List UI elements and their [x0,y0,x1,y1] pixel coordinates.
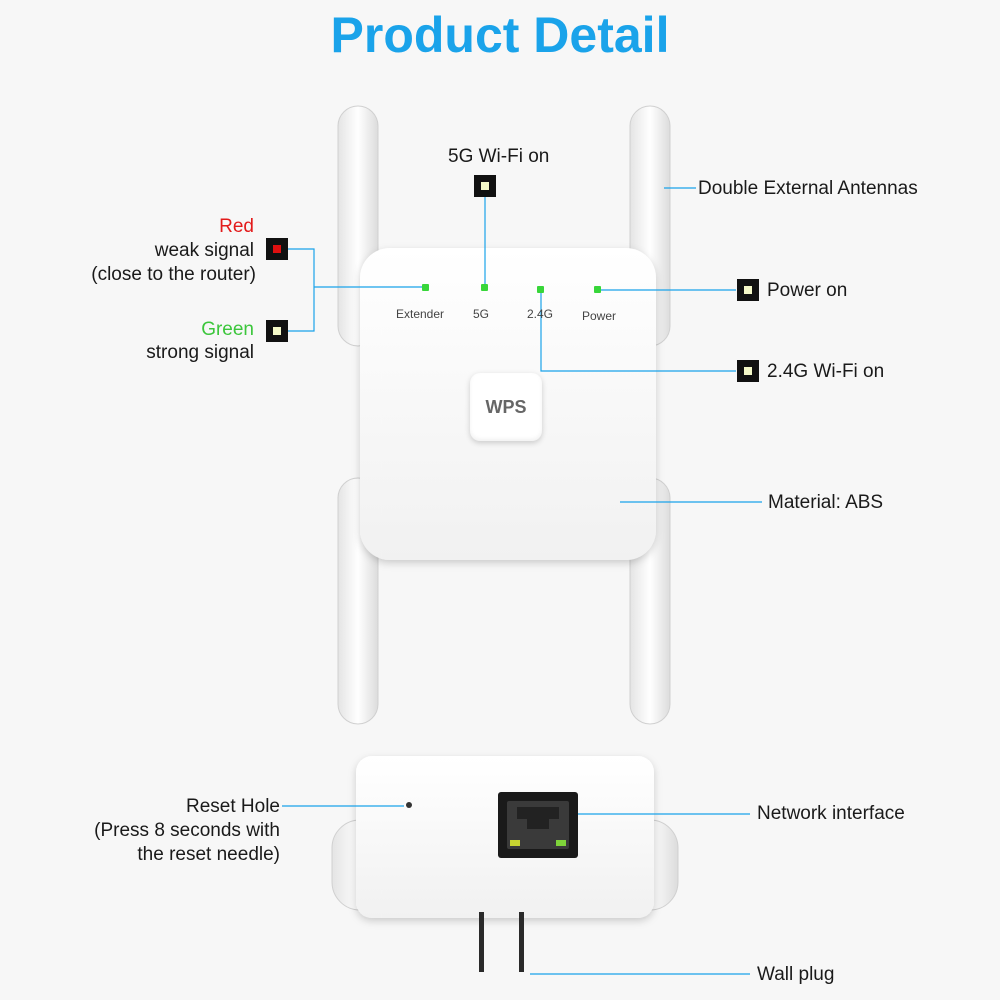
led-5g [481,284,488,291]
led-label-extender: Extender [395,307,445,321]
led-2-4g [537,286,544,293]
page-title: Product Detail [330,7,670,63]
label-reset-hole: Reset Hole [186,796,280,817]
label-red: Red [219,216,254,237]
label-strong-signal: strong signal [146,342,254,363]
indicator-2-4g-wifi [737,360,759,382]
led-label-5g: 5G [472,307,489,321]
label-reset-needle: the reset needle) [137,844,280,865]
label-2-4g-wifi-on: 2.4G Wi-Fi on [767,361,885,382]
label-wall-plug: Wall plug [757,964,835,985]
indicator-5g-wifi [474,175,496,197]
device-side-view [331,756,679,972]
led-label-power: Power [581,309,616,323]
led-label-2-4g: 2.4G [526,307,553,321]
label-close-router: (close to the router) [91,264,256,285]
label-reset-press: (Press 8 seconds with [94,820,280,841]
label-weak-signal: weak signal [154,240,254,261]
label-green: Green [201,319,254,340]
indicator-red [266,238,288,260]
label-material: Material: ABS [768,492,884,513]
callout-lines [282,187,762,975]
label-network-interface: Network interface [757,803,905,824]
reset-hole [406,802,412,808]
label-antennas: Double External Antennas [698,178,918,199]
led-extender [422,284,429,291]
wps-button: WPS [470,373,542,441]
indicator-power-on [737,279,759,301]
led-power [594,286,601,293]
indicator-green [266,320,288,342]
label-5g-wifi-on: 5G Wi-Fi on [448,146,550,167]
label-power-on: Power on [767,280,848,301]
ethernet-port [498,792,578,858]
